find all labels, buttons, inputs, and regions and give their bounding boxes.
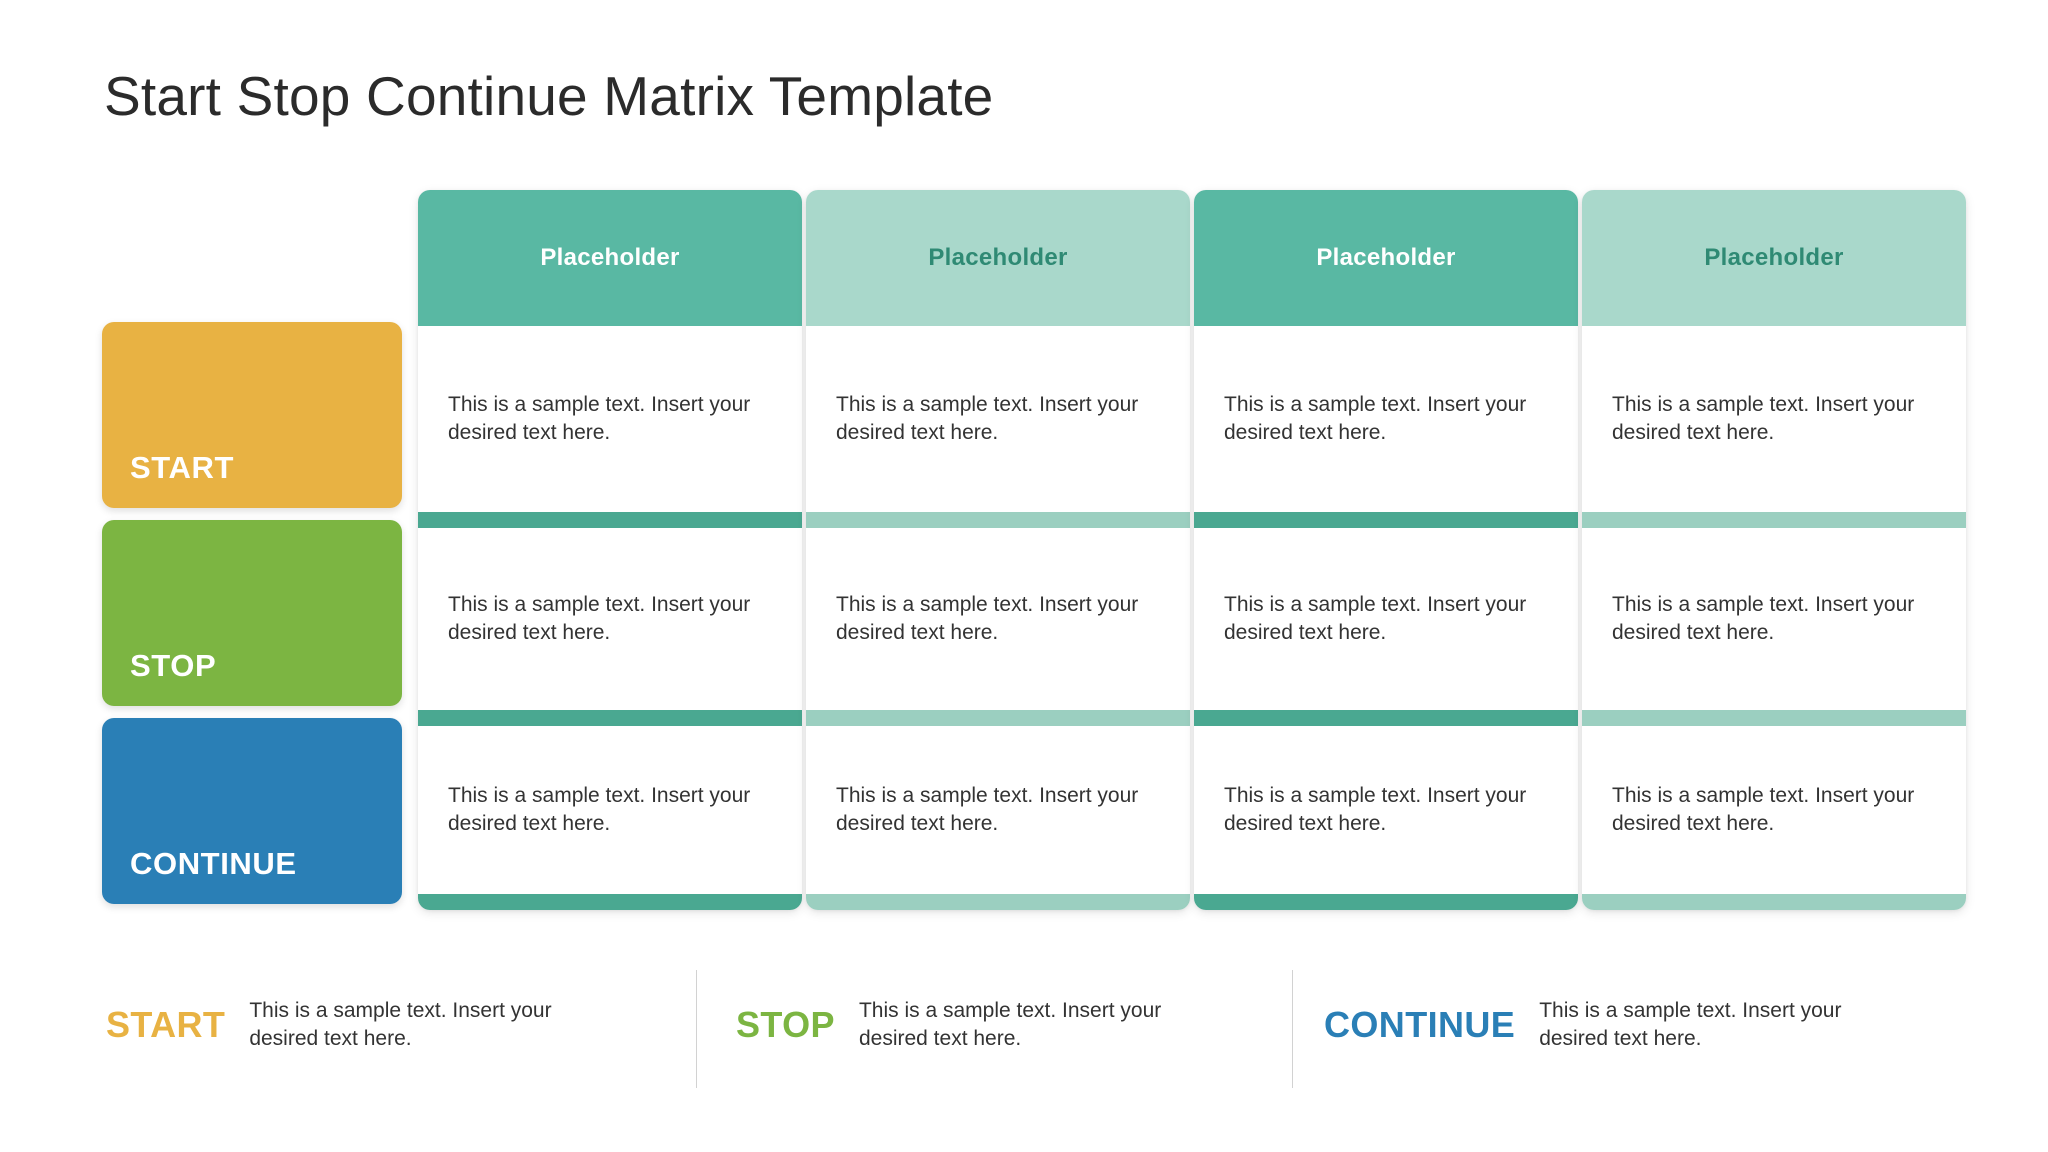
matrix-cell-text: This is a sample text. Insert your desir… xyxy=(1612,784,1915,835)
legend-title: START xyxy=(106,1004,226,1045)
row-label-text: START xyxy=(130,450,235,485)
legend-item-start[interactable]: START This is a sample text. Insert your… xyxy=(106,960,706,1090)
matrix-column-2: Placeholder This is a sample text. Inser… xyxy=(806,190,1190,910)
column-header-1[interactable]: Placeholder xyxy=(418,190,802,326)
matrix-cell-text: This is a sample text. Insert your desir… xyxy=(1612,593,1915,644)
matrix-cell-text: This is a sample text. Insert your desir… xyxy=(1612,393,1915,444)
matrix-cell-continue-4[interactable]: This is a sample text. Insert your desir… xyxy=(1582,726,1966,894)
legend-title: CONTINUE xyxy=(1324,1004,1516,1045)
matrix-cell-continue-2[interactable]: This is a sample text. Insert your desir… xyxy=(806,726,1190,894)
matrix-cell-continue-1[interactable]: This is a sample text. Insert your desir… xyxy=(418,726,802,894)
column-divider xyxy=(1582,710,1966,726)
matrix-cell-stop-2[interactable]: This is a sample text. Insert your desir… xyxy=(806,528,1190,710)
legend-text: This is a sample text. Insert your desir… xyxy=(249,998,552,1050)
column-footer-bar xyxy=(418,894,802,910)
matrix-cell-start-3[interactable]: This is a sample text. Insert your desir… xyxy=(1194,326,1578,512)
column-footer-bar xyxy=(806,894,1190,910)
column-footer-bar xyxy=(1194,894,1578,910)
matrix-column-3: Placeholder This is a sample text. Inser… xyxy=(1194,190,1578,910)
legend-divider xyxy=(696,970,697,1088)
column-header-label: Placeholder xyxy=(928,244,1068,271)
legend-text: This is a sample text. Insert your desir… xyxy=(858,998,1162,1050)
matrix-column-4: Placeholder This is a sample text. Inser… xyxy=(1582,190,1966,910)
row-label-continue[interactable]: CONTINUE xyxy=(102,718,402,904)
column-divider xyxy=(806,710,1190,726)
matrix-cell-text: This is a sample text. Insert your desir… xyxy=(1224,784,1527,835)
matrix-cell-text: This is a sample text. Insert your desir… xyxy=(836,593,1139,644)
column-divider xyxy=(418,512,802,528)
column-divider xyxy=(1194,710,1578,726)
row-label-text: STOP xyxy=(130,648,217,683)
matrix-cell-text: This is a sample text. Insert your desir… xyxy=(448,784,751,835)
column-header-label: Placeholder xyxy=(540,244,680,271)
column-header-label: Placeholder xyxy=(1316,244,1456,271)
row-label-stop[interactable]: STOP xyxy=(102,520,402,706)
column-footer-bar xyxy=(1582,894,1966,910)
matrix-cell-start-2[interactable]: This is a sample text. Insert your desir… xyxy=(806,326,1190,512)
matrix-cell-continue-3[interactable]: This is a sample text. Insert your desir… xyxy=(1194,726,1578,894)
column-divider xyxy=(418,710,802,726)
legend: START This is a sample text. Insert your… xyxy=(100,960,1980,1090)
matrix-cell-text: This is a sample text. Insert your desir… xyxy=(448,593,751,644)
matrix-cell-start-1[interactable]: This is a sample text. Insert your desir… xyxy=(418,326,802,512)
matrix-cell-text: This is a sample text. Insert your desir… xyxy=(1224,593,1527,644)
column-header-2[interactable]: Placeholder xyxy=(806,190,1190,326)
matrix-cell-text: This is a sample text. Insert your desir… xyxy=(1224,393,1527,444)
legend-divider xyxy=(1292,970,1293,1088)
matrix-cell-text: This is a sample text. Insert your desir… xyxy=(836,784,1139,835)
row-label-start[interactable]: START xyxy=(102,322,402,508)
legend-item-continue[interactable]: CONTINUE This is a sample text. Insert y… xyxy=(1324,960,1964,1090)
column-header-label: Placeholder xyxy=(1704,244,1844,271)
matrix-cell-start-4[interactable]: This is a sample text. Insert your desir… xyxy=(1582,326,1966,512)
column-divider xyxy=(1194,512,1578,528)
page-title: Start Stop Continue Matrix Template xyxy=(104,65,994,127)
column-header-3[interactable]: Placeholder xyxy=(1194,190,1578,326)
matrix-cell-text: This is a sample text. Insert your desir… xyxy=(836,393,1139,444)
matrix-cell-stop-1[interactable]: This is a sample text. Insert your desir… xyxy=(418,528,802,710)
column-header-4[interactable]: Placeholder xyxy=(1582,190,1966,326)
column-divider xyxy=(806,512,1190,528)
legend-item-stop[interactable]: STOP This is a sample text. Insert your … xyxy=(736,960,1336,1090)
legend-title: STOP xyxy=(736,1004,835,1045)
legend-text: This is a sample text. Insert your desir… xyxy=(1539,998,1842,1050)
matrix-column-1: Placeholder This is a sample text. Inser… xyxy=(418,190,802,910)
matrix-cell-stop-4[interactable]: This is a sample text. Insert your desir… xyxy=(1582,528,1966,710)
matrix-cell-stop-3[interactable]: This is a sample text. Insert your desir… xyxy=(1194,528,1578,710)
matrix-cell-text: This is a sample text. Insert your desir… xyxy=(448,393,751,444)
column-divider xyxy=(1582,512,1966,528)
row-label-text: CONTINUE xyxy=(130,846,297,881)
